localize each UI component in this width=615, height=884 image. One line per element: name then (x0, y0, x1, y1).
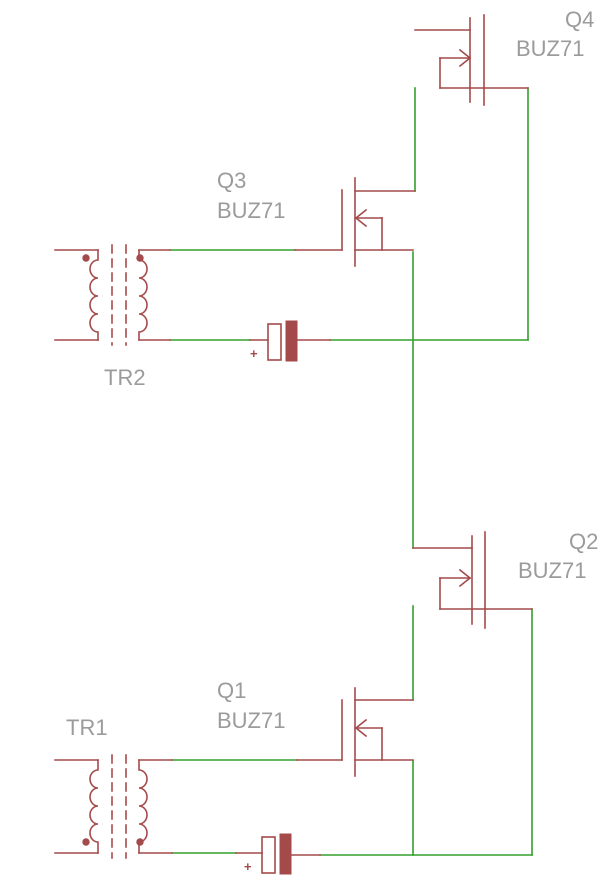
capacitor-top (249, 320, 331, 362)
capacitor-top-plus: + (250, 346, 258, 361)
capacitor-bottom (235, 833, 321, 875)
mosfet-q2 (412, 531, 533, 629)
tr2-ref-label: TR2 (104, 365, 146, 390)
q2-part-label: BUZ71 (518, 558, 586, 583)
q2-ref-label: Q2 (569, 529, 598, 554)
q1-part-label: BUZ71 (217, 708, 285, 733)
transformer-tr2 (54, 244, 171, 346)
q3-part-label: BUZ71 (217, 198, 285, 223)
mosfet-q4 (414, 14, 529, 106)
mosfet-q1 (296, 687, 414, 777)
capacitor-bottom-plus: + (244, 859, 252, 874)
q3-ref-label: Q3 (217, 168, 246, 193)
q4-ref-label: Q4 (565, 7, 594, 32)
wires (169, 87, 533, 856)
transformer-tr1 (54, 754, 173, 859)
mosfet-q3 (294, 177, 416, 267)
tr1-ref-label: TR1 (66, 715, 108, 740)
q1-ref-label: Q1 (217, 678, 246, 703)
q4-part-label: BUZ71 (516, 36, 584, 61)
